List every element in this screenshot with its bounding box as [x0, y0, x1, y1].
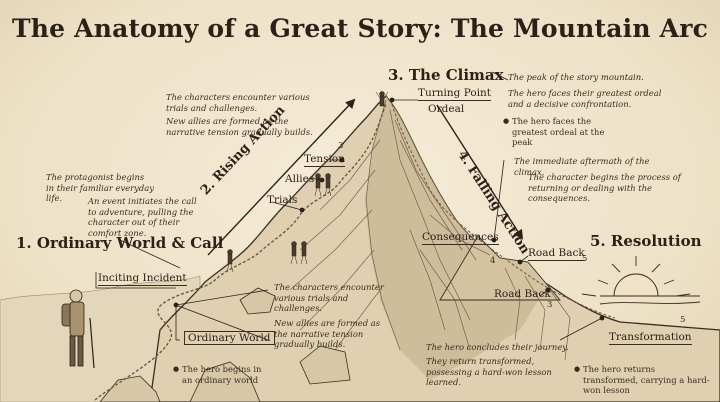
label-ordeal: Ordeal: [428, 103, 465, 115]
number-road-back-upper: 5: [582, 254, 588, 264]
note-return-transformed: They return transformed, possessing a ha…: [426, 356, 552, 387]
rising-arrow: [207, 98, 356, 256]
section-resolution: 5. Resolution: [590, 232, 702, 250]
note-protagonist-begins: The protagonist begins in their familiar…: [46, 172, 154, 203]
note-allies-bottom: New allies are formed as the narrative t…: [274, 318, 381, 349]
note-event-initiates: An event initiates the call to adventure…: [88, 196, 197, 238]
label-turning-point: Turning Point: [418, 87, 492, 101]
bullet-returns-transformed: The hero returns transformed, carrying a…: [574, 364, 711, 396]
story-point-markers: [173, 97, 605, 321]
note-hero-faces: The hero faces their greatest ordeal and…: [508, 88, 662, 109]
note-aftermath: The immediate aftermath of the climax.: [514, 156, 650, 177]
bullet-hero-begins: The hero begins in an ordinary world: [173, 364, 274, 385]
label-trials: Trials: [267, 194, 298, 206]
page-title: The Anatomy of a Great Story: The Mounta…: [11, 14, 709, 43]
label-ordinary-world: Ordinary World: [184, 331, 275, 345]
note-process: The character begins the process of retu…: [528, 172, 681, 203]
connector-lines: [95, 71, 603, 341]
note-concludes: The hero concludes their journey.: [426, 342, 569, 352]
number-road-back-lower: 3: [547, 300, 553, 310]
falling-arrow: [436, 104, 524, 240]
note-allies-top: New allies are formed as the narrative t…: [166, 116, 313, 137]
note-encounter-bottom: The characters encounter various trials …: [274, 282, 384, 313]
label-tension: Tension: [304, 153, 345, 167]
section-climax: 3. The Climax: [388, 66, 504, 84]
note-encounter-top: The characters encounter various trials …: [166, 92, 310, 113]
label-inciting-incident: Inciting Incident: [98, 272, 187, 286]
label-allies: Allies: [285, 173, 315, 185]
setting-sun: [581, 256, 701, 305]
hiker-figure: [61, 289, 95, 369]
label-road-back-upper: Road Back: [528, 247, 585, 261]
label-transformation: Transformation: [609, 331, 692, 345]
label-road-back-lower: Road Back: [494, 288, 551, 300]
winding-path: [94, 103, 387, 401]
number-transformation: 5: [680, 315, 686, 325]
ridge-hatching: [289, 99, 571, 371]
section-ordinary-world: 1. Ordinary World & Call: [16, 234, 224, 252]
climber-figures: [226, 91, 389, 273]
note-peak: The peak of the story mountain.: [508, 72, 644, 82]
label-consequences: Consequences: [422, 231, 499, 245]
mountain-shadow: [365, 96, 548, 380]
number-consequences: 4: [490, 256, 496, 266]
number-tension: 3: [338, 141, 344, 151]
bullet-greatest-ordeal: The hero faces the greatest ordeal at th…: [503, 116, 622, 148]
